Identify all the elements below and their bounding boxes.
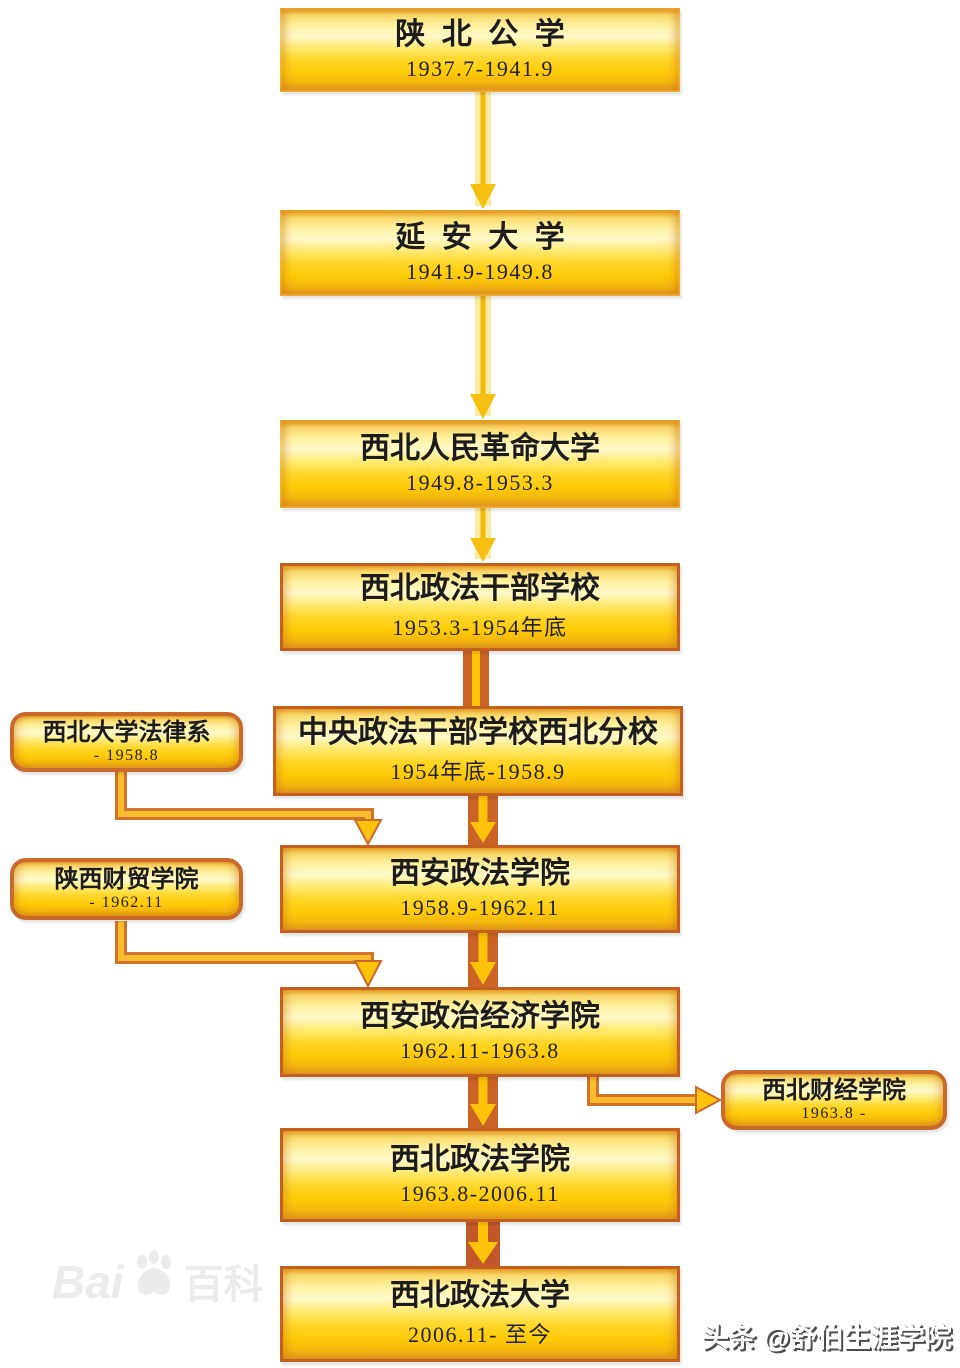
node-period: 1962.11-1963.8 (400, 1037, 560, 1063)
arrow-xibeirenmin-to-ganbuxuexiao (470, 508, 496, 562)
node-period: - 1962.11 (89, 894, 164, 912)
arrow-fenxiao-to-xianzhengfa (468, 796, 498, 845)
node-xian-zhengzhi-jingji-xueyuan: 西安政治经济学院 1962.11-1963.8 (280, 987, 680, 1077)
arrow-zhengjing-to-xibeizhengfaxueyuan (468, 1077, 498, 1128)
toutiao-watermark: 头条 @舒伯生涯学院 (702, 1323, 952, 1353)
baike-wordmark: 百科 (183, 1263, 264, 1307)
node-period: 1937.7-1941.9 (406, 55, 554, 81)
node-period: 1958.9-1962.11 (400, 894, 560, 920)
node-title: 陕西财贸学院 (54, 865, 199, 893)
node-title: 西安政法学院 (390, 857, 570, 891)
baidu-wordmark: Bai (52, 1256, 124, 1308)
node-title: 西北财经学院 (762, 1076, 906, 1104)
node-xibei-zhengfa-ganbu-xuexiao: 西北政法干部学校 1953.3-1954年底 (280, 563, 680, 651)
node-period: 1963.8-2006.11 (400, 1180, 560, 1206)
node-zhongyang-zhengfa-ganbu-xuexiao-xibei-fenxiao: 中央政法干部学校西北分校 1954年底-1958.9 (273, 706, 683, 796)
node-shaanxi-caimao-xueyuan: 陕西财贸学院 - 1962.11 (10, 858, 243, 920)
node-period: 2006.11- 至今 (407, 1321, 552, 1347)
node-period: 1954年底-1958.9 (390, 758, 566, 784)
node-title: 西北政法大学 (390, 1279, 570, 1313)
node-period: 1949.8-1953.3 (406, 469, 554, 495)
arrow-xianzhengfa-to-zhengjing (468, 933, 498, 987)
node-title: 西北政法干部学校 (360, 572, 600, 606)
arrow-shanbei-to-yanan (470, 92, 496, 209)
node-shanbei-gongxue: 陕北公学 1937.7-1941.9 (280, 8, 680, 92)
node-title: 西北大学法律系 (42, 718, 211, 746)
node-title: 西北人民革命大学 (360, 432, 600, 466)
node-period: - 1958.8 (93, 747, 160, 765)
node-period: 1963.8 - (801, 1105, 867, 1123)
node-title: 西北政法学院 (390, 1143, 570, 1177)
bar-ganbuxuexiao-to-fenxiao (463, 651, 489, 706)
arrow-yanan-to-xibeirenmin (470, 296, 496, 419)
node-period: 1941.9-1949.8 (406, 258, 554, 284)
node-period: 1953.3-1954年底 (392, 614, 568, 640)
node-xibei-renmin-geming-daxue: 西北人民革命大学 1949.8-1953.3 (280, 420, 680, 508)
node-title: 西安政治经济学院 (360, 1000, 600, 1034)
arrow-xueyuan-to-daxue (466, 1222, 500, 1266)
node-xibei-zhengfa-daxue: 西北政法大学 2006.11- 至今 (280, 1266, 680, 1362)
node-title: 陕北公学 (395, 18, 582, 52)
node-yanan-daxue: 延安大学 1941.9-1949.8 (280, 210, 680, 296)
elbow-zhengjing-to-caijing (587, 1077, 723, 1115)
node-xibei-caijing-xueyuan: 西北财经学院 1963.8 - (721, 1070, 947, 1130)
node-xian-zhengfa-xueyuan: 西安政法学院 1958.9-1962.11 (280, 845, 680, 933)
node-xibei-daxue-falvxi: 西北大学法律系 - 1958.8 (10, 712, 243, 772)
baidu-baike-watermark: Bai 百科 (52, 1248, 264, 1305)
node-title: 中央政法干部学校西北分校 (298, 716, 658, 750)
node-xibei-zhengfa-xueyuan: 西北政法学院 1963.8-2006.11 (280, 1128, 680, 1222)
node-title: 延安大学 (395, 221, 582, 255)
baidu-paw-icon (128, 1248, 180, 1305)
